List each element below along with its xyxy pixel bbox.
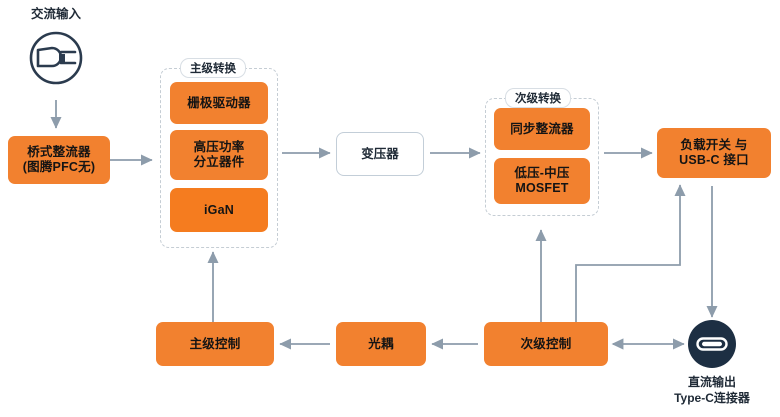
- hv-discrete-line1: 高压功率: [193, 140, 245, 154]
- mosfet-line2: MOSFET: [515, 181, 569, 195]
- load-switch-line1: 负载开关 与: [680, 138, 748, 152]
- block-gate-driver[interactable]: 栅极驱动器: [170, 82, 268, 124]
- group-label-secondary-conversion: 次级转换: [505, 88, 571, 108]
- usb-c-connector-icon: [688, 320, 736, 368]
- ac-input-label: 交流输入: [30, 7, 81, 21]
- mosfet-line1: 低压-中压: [514, 166, 570, 180]
- usb-c-output-caption: 直流输出 Type-C连接器: [652, 374, 772, 406]
- bridge-rectifier-line1: 桥式整流器: [27, 145, 91, 159]
- block-optocoupler[interactable]: 光耦: [336, 322, 426, 366]
- bridge-rectifier-line2: (图腾PFC无): [22, 160, 96, 174]
- block-bridge-rectifier[interactable]: 桥式整流器 (图腾PFC无): [8, 136, 110, 184]
- usb-c-caption-line2: Type-C连接器: [674, 391, 750, 405]
- block-sync-rectifier[interactable]: 同步整流器: [494, 108, 590, 150]
- load-switch-line2: USB-C 接口: [679, 153, 749, 167]
- group-label-primary-conversion: 主级转换: [180, 58, 246, 78]
- block-secondary-control[interactable]: 次级控制: [484, 322, 608, 366]
- block-hv-discrete[interactable]: 高压功率 分立器件: [170, 130, 268, 180]
- block-igan[interactable]: iGaN: [170, 188, 268, 232]
- ac-plug-icon: [26, 28, 86, 88]
- block-primary-control[interactable]: 主级控制: [156, 322, 274, 366]
- usb-c-caption-line1: 直流输出: [687, 375, 736, 389]
- block-load-switch[interactable]: 负载开关 与 USB-C 接口: [657, 128, 771, 178]
- block-mosfet[interactable]: 低压-中压 MOSFET: [494, 158, 590, 204]
- block-transformer[interactable]: 变压器: [336, 132, 424, 176]
- hv-discrete-line2: 分立器件: [193, 155, 245, 169]
